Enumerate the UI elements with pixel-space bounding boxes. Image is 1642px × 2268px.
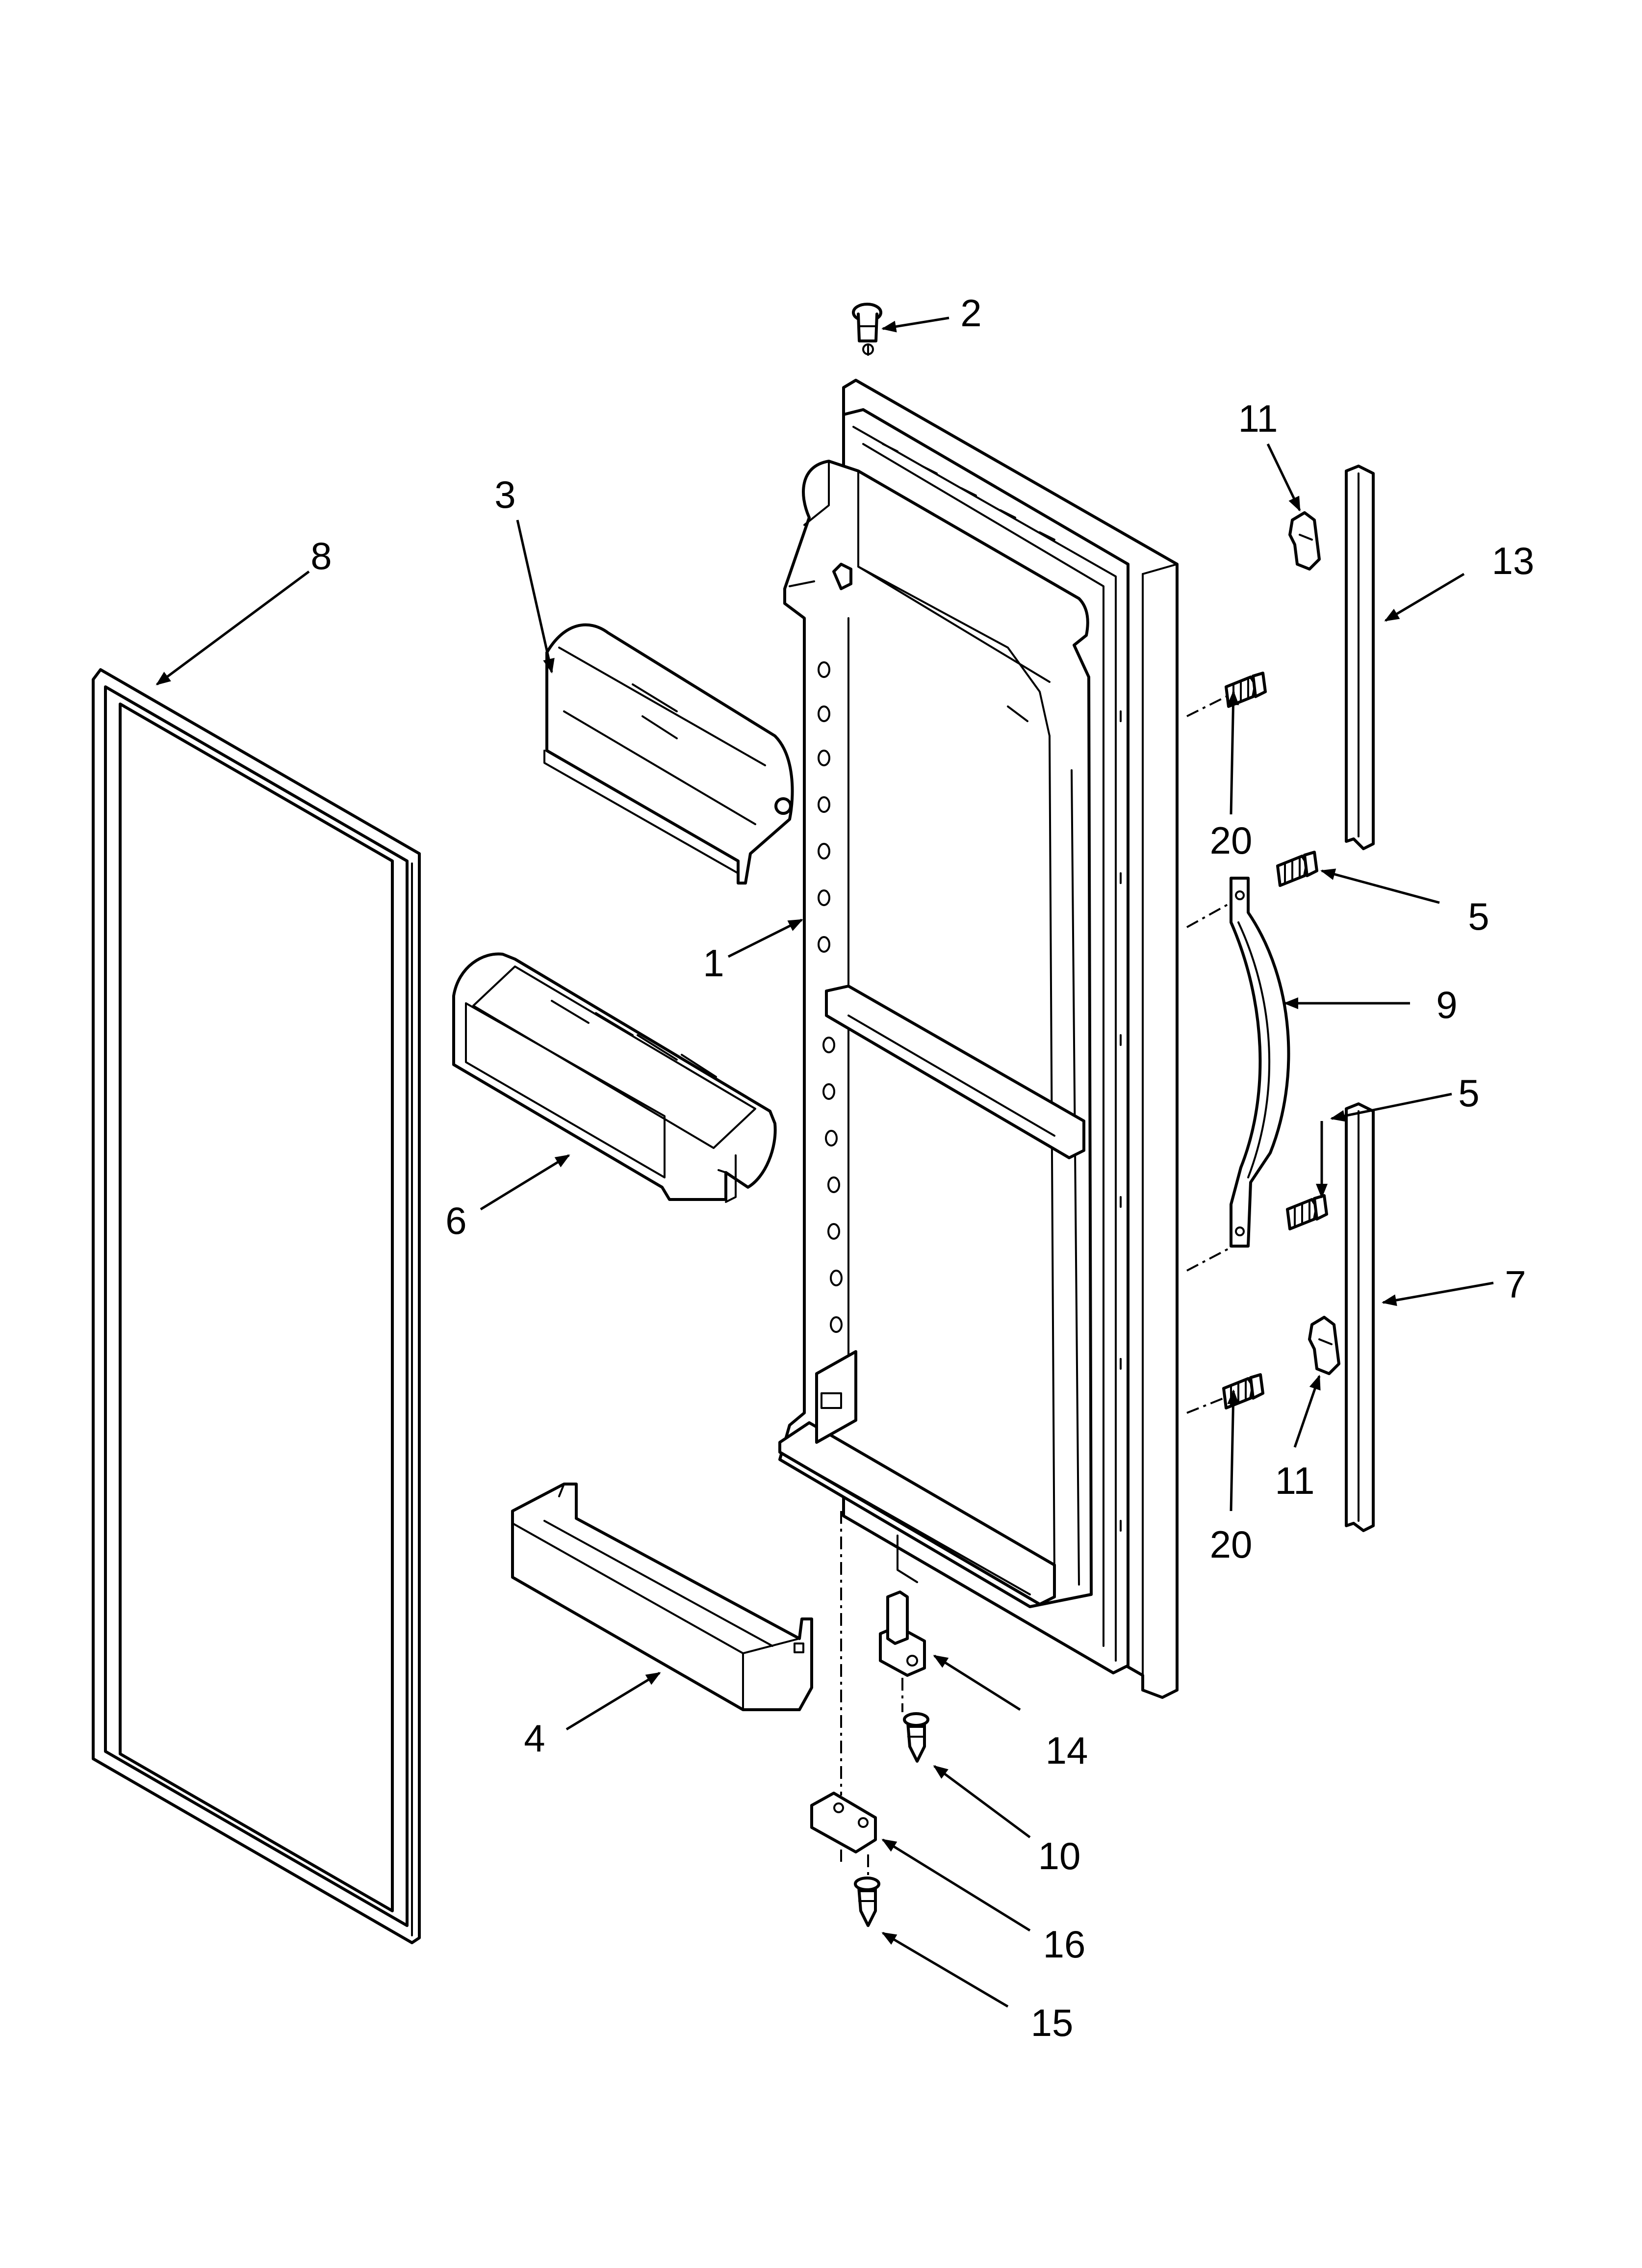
lower-trim xyxy=(1345,1102,1375,1532)
leader-lines xyxy=(155,316,1494,2008)
door-bin xyxy=(452,952,777,1203)
shelf-holes xyxy=(818,661,843,1333)
callout-2: 2 xyxy=(960,291,981,335)
callout-14: 14 xyxy=(1046,1729,1088,1772)
callout-16: 16 xyxy=(1043,1923,1086,1966)
callout-5-upper: 5 xyxy=(1468,895,1489,938)
door-gasket xyxy=(92,668,421,1944)
callout-20-lower: 20 xyxy=(1210,1523,1253,1566)
hinge-pin xyxy=(879,1590,926,1677)
door-plug xyxy=(852,303,882,342)
callout-numbers: 2 3 8 11 13 20 5 1 9 5 6 7 11 20 4 14 10… xyxy=(310,291,1534,2044)
callout-5-lower: 5 xyxy=(1458,1071,1479,1115)
callout-10: 10 xyxy=(1038,1834,1081,1877)
hinge-screw xyxy=(903,1712,929,1763)
dairy-door xyxy=(543,623,794,885)
door-handle xyxy=(1230,877,1290,1248)
hinge-bracket xyxy=(810,1792,877,1853)
callout-11-lower: 11 xyxy=(1275,1459,1315,1502)
callout-13: 13 xyxy=(1492,539,1535,582)
callout-7: 7 xyxy=(1505,1263,1526,1306)
callout-8: 8 xyxy=(310,534,332,577)
callout-6: 6 xyxy=(445,1199,466,1242)
alignment-lines xyxy=(840,343,1234,1879)
trim-clip-upper xyxy=(1288,511,1321,571)
upper-trim xyxy=(1345,465,1375,850)
callout-4: 4 xyxy=(524,1717,545,1760)
screw-20-lower xyxy=(1222,1373,1264,1409)
callout-20-upper: 20 xyxy=(1210,819,1253,862)
screw-20-upper xyxy=(1225,672,1267,708)
screw-5-lower xyxy=(1286,1194,1328,1230)
callout-1: 1 xyxy=(703,941,724,985)
screw-5-upper xyxy=(1276,851,1318,887)
callout-3: 3 xyxy=(494,473,515,516)
trim-clip-lower xyxy=(1308,1316,1340,1375)
bracket-screw xyxy=(854,1877,880,1927)
callout-9: 9 xyxy=(1436,983,1457,1026)
callout-15: 15 xyxy=(1031,2001,1074,2044)
refrigerator-door xyxy=(778,343,1179,1699)
callout-11-upper: 11 xyxy=(1238,397,1278,440)
lower-bin xyxy=(511,1483,813,1711)
